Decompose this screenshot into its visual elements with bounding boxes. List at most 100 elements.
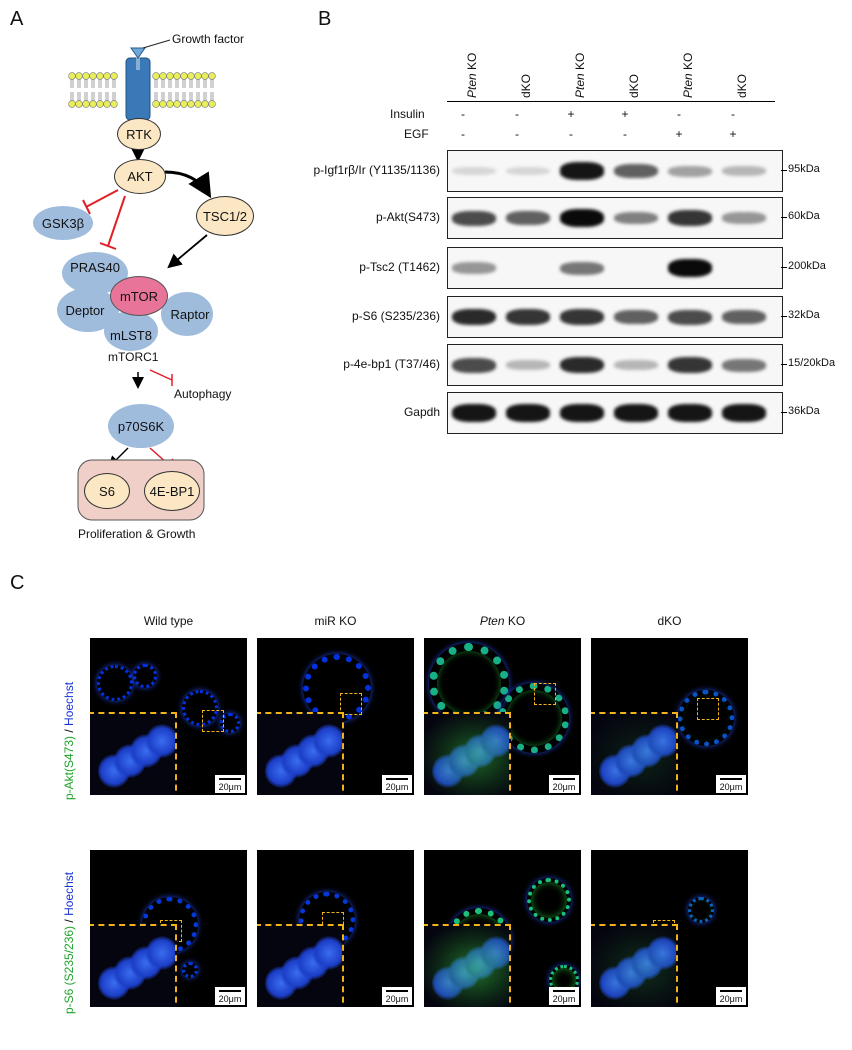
blot-band — [452, 404, 496, 422]
green-stain-label: p-Akt(S473) — [62, 735, 76, 800]
micro-row-label: p-S6 (S235/236) / Hoechst — [62, 872, 76, 1014]
blot-band — [452, 357, 496, 373]
column-group-line — [447, 101, 559, 102]
kda-label: 200kDa — [788, 260, 826, 272]
cell-ring — [527, 878, 571, 922]
s6-node: S6 — [84, 473, 130, 509]
scale-bar-label: 20μm — [218, 994, 242, 1004]
lipid-tail — [175, 79, 179, 88]
kda-tick — [781, 364, 787, 365]
blot-band — [722, 358, 766, 372]
blot-band — [506, 211, 550, 225]
lipid-tail — [168, 79, 172, 88]
green-signal — [591, 926, 676, 1007]
lipid-tail — [70, 92, 74, 101]
nucleus — [480, 724, 509, 758]
blot-band — [560, 209, 604, 227]
egf-sign: - — [461, 127, 465, 141]
kda-tick — [781, 170, 787, 171]
zoom-inset — [591, 712, 678, 795]
scale-bar-label: 20μm — [218, 782, 242, 792]
4ebp1-label: 4E-BP1 — [149, 483, 195, 499]
lipid-head — [75, 72, 83, 80]
micro-image: 20μm — [591, 850, 748, 1007]
lipid-tail — [168, 92, 172, 101]
tsc-label: TSC1/2 — [202, 208, 248, 224]
cell-ring — [133, 664, 157, 688]
zoom-inset — [591, 924, 678, 1007]
cell-ring — [429, 643, 509, 723]
egf-sign: - — [569, 127, 573, 141]
lipid-tail — [98, 92, 102, 101]
micro-image: 20μm — [257, 638, 414, 795]
blot-column-header: Pten KO — [681, 53, 695, 98]
inhibit-gsk3b — [85, 189, 119, 208]
blot-strip — [447, 344, 783, 386]
lipid-tail — [77, 79, 81, 88]
egf-sign: + — [675, 127, 683, 141]
micro-column-header: Wild type — [90, 614, 247, 628]
blot-band — [560, 162, 604, 180]
lipid-tail — [154, 92, 158, 101]
blot-band — [452, 262, 496, 274]
micro-image: 20μm — [424, 638, 581, 795]
lipid-head — [201, 100, 209, 108]
4ebp1-node: 4E-BP1 — [144, 471, 200, 511]
scale-bar: 20μm — [716, 775, 746, 793]
zoom-inset — [424, 712, 511, 795]
gsk3b-node: GSK3β — [33, 206, 93, 240]
arrow-tsc-mtor — [167, 234, 208, 269]
blot-band — [722, 212, 766, 224]
blot-band — [452, 166, 496, 176]
micro-image: 20μm — [90, 850, 247, 1007]
blot-band — [614, 164, 658, 178]
insulin-label: Insulin — [390, 107, 425, 121]
column-suffix: dKO — [627, 73, 641, 98]
lipid-head — [110, 72, 118, 80]
p70s6k-label: p70S6K — [117, 418, 165, 434]
blot-band — [560, 261, 604, 275]
panel-letter-b: B — [318, 8, 332, 30]
insulin-sign: + — [621, 107, 629, 121]
lipid-tail — [175, 92, 179, 101]
blue-stain-label: Hoechst — [62, 871, 76, 916]
inhibit-autophagy — [149, 369, 173, 381]
kda-label: 60kDa — [788, 210, 820, 222]
lipid-tail — [182, 79, 186, 88]
insulin-sign: + — [567, 107, 575, 121]
column-label: KO — [504, 614, 526, 628]
egf-sign: + — [729, 127, 737, 141]
nucleus — [313, 724, 342, 758]
column-label: dKO — [657, 614, 682, 628]
green-signal — [424, 714, 509, 795]
lipid-head — [187, 100, 195, 108]
p70s6k-node: p70S6K — [108, 404, 174, 448]
zoom-inset — [90, 712, 177, 795]
blot-band — [668, 309, 712, 325]
blot-strip — [447, 247, 783, 289]
roi-box — [202, 710, 224, 732]
blot-band — [506, 360, 550, 370]
lipid-tail — [189, 92, 193, 101]
deptor-node: Deptor — [57, 288, 119, 332]
blot-strip — [447, 392, 783, 434]
scale-bar-label: 20μm — [552, 994, 576, 1004]
lipid-tail — [112, 79, 116, 88]
blot-band — [560, 309, 604, 325]
micro-image: 20μm — [591, 638, 748, 795]
lipid-tail — [98, 79, 102, 88]
gsk3b-label: GSK3β — [41, 215, 85, 231]
roi-box — [697, 698, 719, 720]
blot-band — [614, 310, 658, 324]
egf-sign: - — [623, 127, 627, 141]
column-group-line — [663, 101, 775, 102]
scale-bar: 20μm — [549, 987, 579, 1005]
cell-ring — [182, 962, 198, 978]
zoom-inset — [257, 924, 344, 1007]
blot-column-header: Pten KO — [573, 53, 587, 98]
gene-name: Pten — [681, 73, 695, 98]
mtor-label: mTOR — [119, 288, 159, 304]
lipid-head — [194, 72, 202, 80]
blot-band — [560, 356, 604, 374]
lipid-tail — [189, 79, 193, 88]
